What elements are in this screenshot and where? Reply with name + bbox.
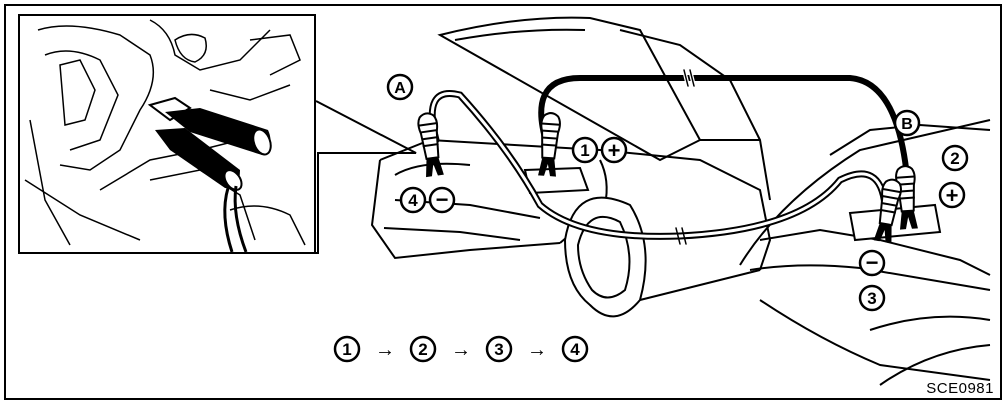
svg-text:2: 2 (950, 149, 959, 168)
sequence-arrow: → (375, 339, 395, 361)
svg-text:1: 1 (580, 141, 589, 160)
callout-b: B (893, 109, 921, 137)
svg-text:3: 3 (494, 340, 503, 359)
plus-sign-2: + (938, 181, 966, 209)
svg-text:+: + (608, 138, 621, 163)
svg-text:3: 3 (867, 289, 876, 308)
svg-text:2: 2 (418, 340, 427, 359)
sequence-step-2: 2 (409, 335, 437, 363)
sequence-arrow: → (451, 339, 471, 361)
inset-leader-line (19, 100, 417, 254)
minus-sign-3: − (858, 249, 886, 277)
inset-clamp (147, 96, 272, 253)
svg-text:B: B (901, 116, 913, 133)
svg-text:4: 4 (408, 191, 418, 210)
step-4-marker: 4 (399, 186, 427, 214)
svg-text:4: 4 (570, 340, 580, 359)
svg-text:−: − (436, 187, 449, 212)
clamp-discharged-negative (415, 111, 446, 179)
positive-cable (538, 75, 911, 191)
sequence-step-4: 4 (561, 335, 589, 363)
sequence-step-3: 3 (485, 335, 513, 363)
svg-text:1: 1 (342, 340, 351, 359)
sequence-step-1: 1 (333, 335, 361, 363)
svg-text:A: A (394, 80, 406, 97)
connection-sequence: 1 → 2 → 3 → 4 (333, 335, 589, 363)
clamp-discharged-positive (536, 111, 562, 178)
inset-closeup (18, 14, 316, 254)
jumper-cables (428, 68, 911, 245)
step-3-marker: 3 (858, 284, 886, 312)
callout-a: A (386, 73, 414, 101)
svg-text:+: + (946, 183, 959, 208)
sequence-arrow: → (527, 339, 547, 361)
figure-frame (4, 4, 1002, 400)
minus-sign-4: − (428, 186, 456, 214)
plus-sign-1: + (600, 136, 628, 164)
figure-code: SCE0981 (926, 380, 994, 397)
step-2-marker: 2 (941, 144, 969, 172)
engine-bay-detail (24, 19, 306, 246)
svg-text:−: − (866, 250, 879, 275)
discharged-vehicle (370, 16, 772, 318)
booster-vehicle (739, 119, 991, 386)
step-1-marker: 1 (571, 136, 599, 164)
